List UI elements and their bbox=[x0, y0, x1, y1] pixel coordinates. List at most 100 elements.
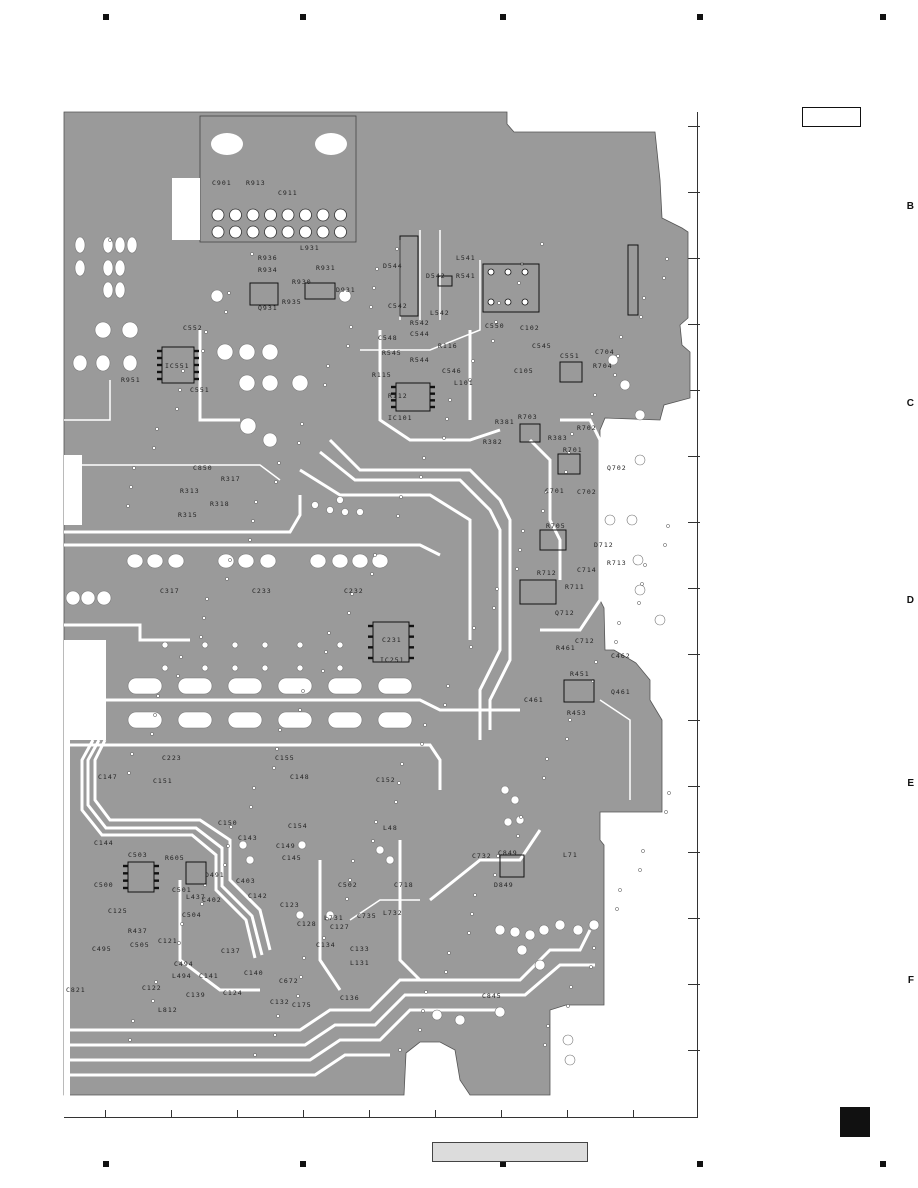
pad bbox=[261, 374, 279, 392]
component-label: C551 bbox=[190, 386, 210, 394]
pad bbox=[94, 321, 112, 339]
frame-tick bbox=[688, 984, 700, 985]
pad bbox=[309, 553, 327, 569]
pad-pair bbox=[177, 677, 213, 695]
registration-mark bbox=[697, 14, 703, 20]
component-label: C718 bbox=[394, 881, 414, 889]
component-label: L101 bbox=[454, 379, 474, 387]
component-label: C127 bbox=[330, 923, 350, 931]
component-label: R701 bbox=[563, 446, 583, 454]
pad bbox=[167, 553, 185, 569]
component-label: C317 bbox=[160, 587, 180, 595]
component-label: C145 bbox=[282, 854, 302, 862]
component-label: C542 bbox=[388, 302, 408, 310]
component-label: C550 bbox=[485, 322, 505, 330]
component-label: C139 bbox=[186, 991, 206, 999]
pad-pair bbox=[277, 677, 313, 695]
component-label: C102 bbox=[520, 324, 540, 332]
component-label: C137 bbox=[221, 947, 241, 955]
frame-tick bbox=[237, 1110, 238, 1118]
pad bbox=[122, 354, 138, 372]
component-label: C140 bbox=[244, 969, 264, 977]
component-label: C154 bbox=[288, 822, 308, 830]
frame-tick bbox=[688, 852, 700, 853]
component-label: C151 bbox=[153, 777, 173, 785]
component-label: C845 bbox=[482, 992, 502, 1000]
pad-pair bbox=[177, 711, 213, 729]
component-label: D542 bbox=[426, 272, 446, 280]
component-label: C121 bbox=[158, 937, 178, 945]
component-label: C175 bbox=[292, 1001, 312, 1009]
pad bbox=[126, 553, 144, 569]
frame-tick bbox=[369, 1110, 370, 1118]
registration-mark bbox=[500, 1161, 506, 1167]
pad bbox=[121, 321, 139, 339]
registration-mark bbox=[880, 14, 886, 20]
component-label: C136 bbox=[340, 994, 360, 1002]
frame-tick bbox=[105, 1110, 106, 1118]
frame-tick bbox=[501, 1110, 502, 1118]
component-label: R934 bbox=[258, 266, 278, 274]
component-label: D712 bbox=[594, 541, 614, 549]
component-label: R703 bbox=[518, 413, 538, 421]
component-label: C901 bbox=[212, 179, 232, 187]
component-label: C495 bbox=[92, 945, 112, 953]
frame-tick bbox=[688, 522, 700, 523]
component-label: R936 bbox=[258, 254, 278, 262]
pad bbox=[95, 354, 111, 372]
frame-tick bbox=[567, 1110, 568, 1118]
frame-tick bbox=[688, 258, 700, 259]
component-label: C544 bbox=[410, 330, 430, 338]
component-label: L131 bbox=[350, 959, 370, 967]
pad bbox=[96, 590, 112, 606]
component-label: L542 bbox=[430, 309, 450, 317]
frame-tick bbox=[435, 1110, 436, 1118]
frame-tick bbox=[688, 192, 700, 193]
pad bbox=[371, 553, 389, 569]
registration-mark bbox=[103, 1161, 109, 1167]
pad-pair bbox=[327, 711, 363, 729]
component-label: C732 bbox=[472, 852, 492, 860]
section-tab-marker bbox=[840, 1107, 870, 1137]
pad-pair bbox=[377, 677, 413, 695]
component-label: D849 bbox=[494, 881, 514, 889]
component-label: C149 bbox=[276, 842, 296, 850]
component-label: D491 bbox=[205, 871, 225, 879]
pad bbox=[239, 417, 257, 435]
frame-tick bbox=[688, 390, 700, 391]
component-label: R453 bbox=[567, 709, 587, 717]
frame-tick bbox=[688, 456, 700, 457]
component-label: C714 bbox=[577, 566, 597, 574]
component-label: C231 bbox=[382, 636, 402, 644]
pad-pair bbox=[127, 711, 163, 729]
component-label: R702 bbox=[577, 424, 597, 432]
pad bbox=[146, 553, 164, 569]
component-label: C505 bbox=[130, 941, 150, 949]
component-label: R116 bbox=[438, 342, 458, 350]
component-label: Q931 bbox=[258, 304, 278, 312]
component-label: C403 bbox=[236, 877, 256, 885]
frame-tick bbox=[171, 1110, 172, 1118]
component-label: C850 bbox=[193, 464, 213, 472]
component-label: C712 bbox=[575, 637, 595, 645]
component-label: L494 bbox=[172, 972, 192, 980]
component-label: C142 bbox=[248, 892, 268, 900]
component-label: R913 bbox=[246, 179, 266, 187]
pad-pair bbox=[227, 711, 263, 729]
frame-tick bbox=[303, 1110, 304, 1118]
component-label: D544 bbox=[383, 262, 403, 270]
component-label: C122 bbox=[142, 984, 162, 992]
pad bbox=[338, 289, 352, 303]
registration-mark bbox=[500, 14, 506, 20]
pad-pair bbox=[227, 677, 263, 695]
component-label: R545 bbox=[382, 349, 402, 357]
component-label: C133 bbox=[350, 945, 370, 953]
pad bbox=[262, 432, 278, 448]
component-label: L48 bbox=[383, 824, 398, 832]
pad bbox=[210, 289, 224, 303]
component-label: R930 bbox=[292, 278, 312, 286]
pad-pair bbox=[327, 677, 363, 695]
page-tag-box bbox=[802, 107, 861, 127]
component-label: C148 bbox=[290, 773, 310, 781]
